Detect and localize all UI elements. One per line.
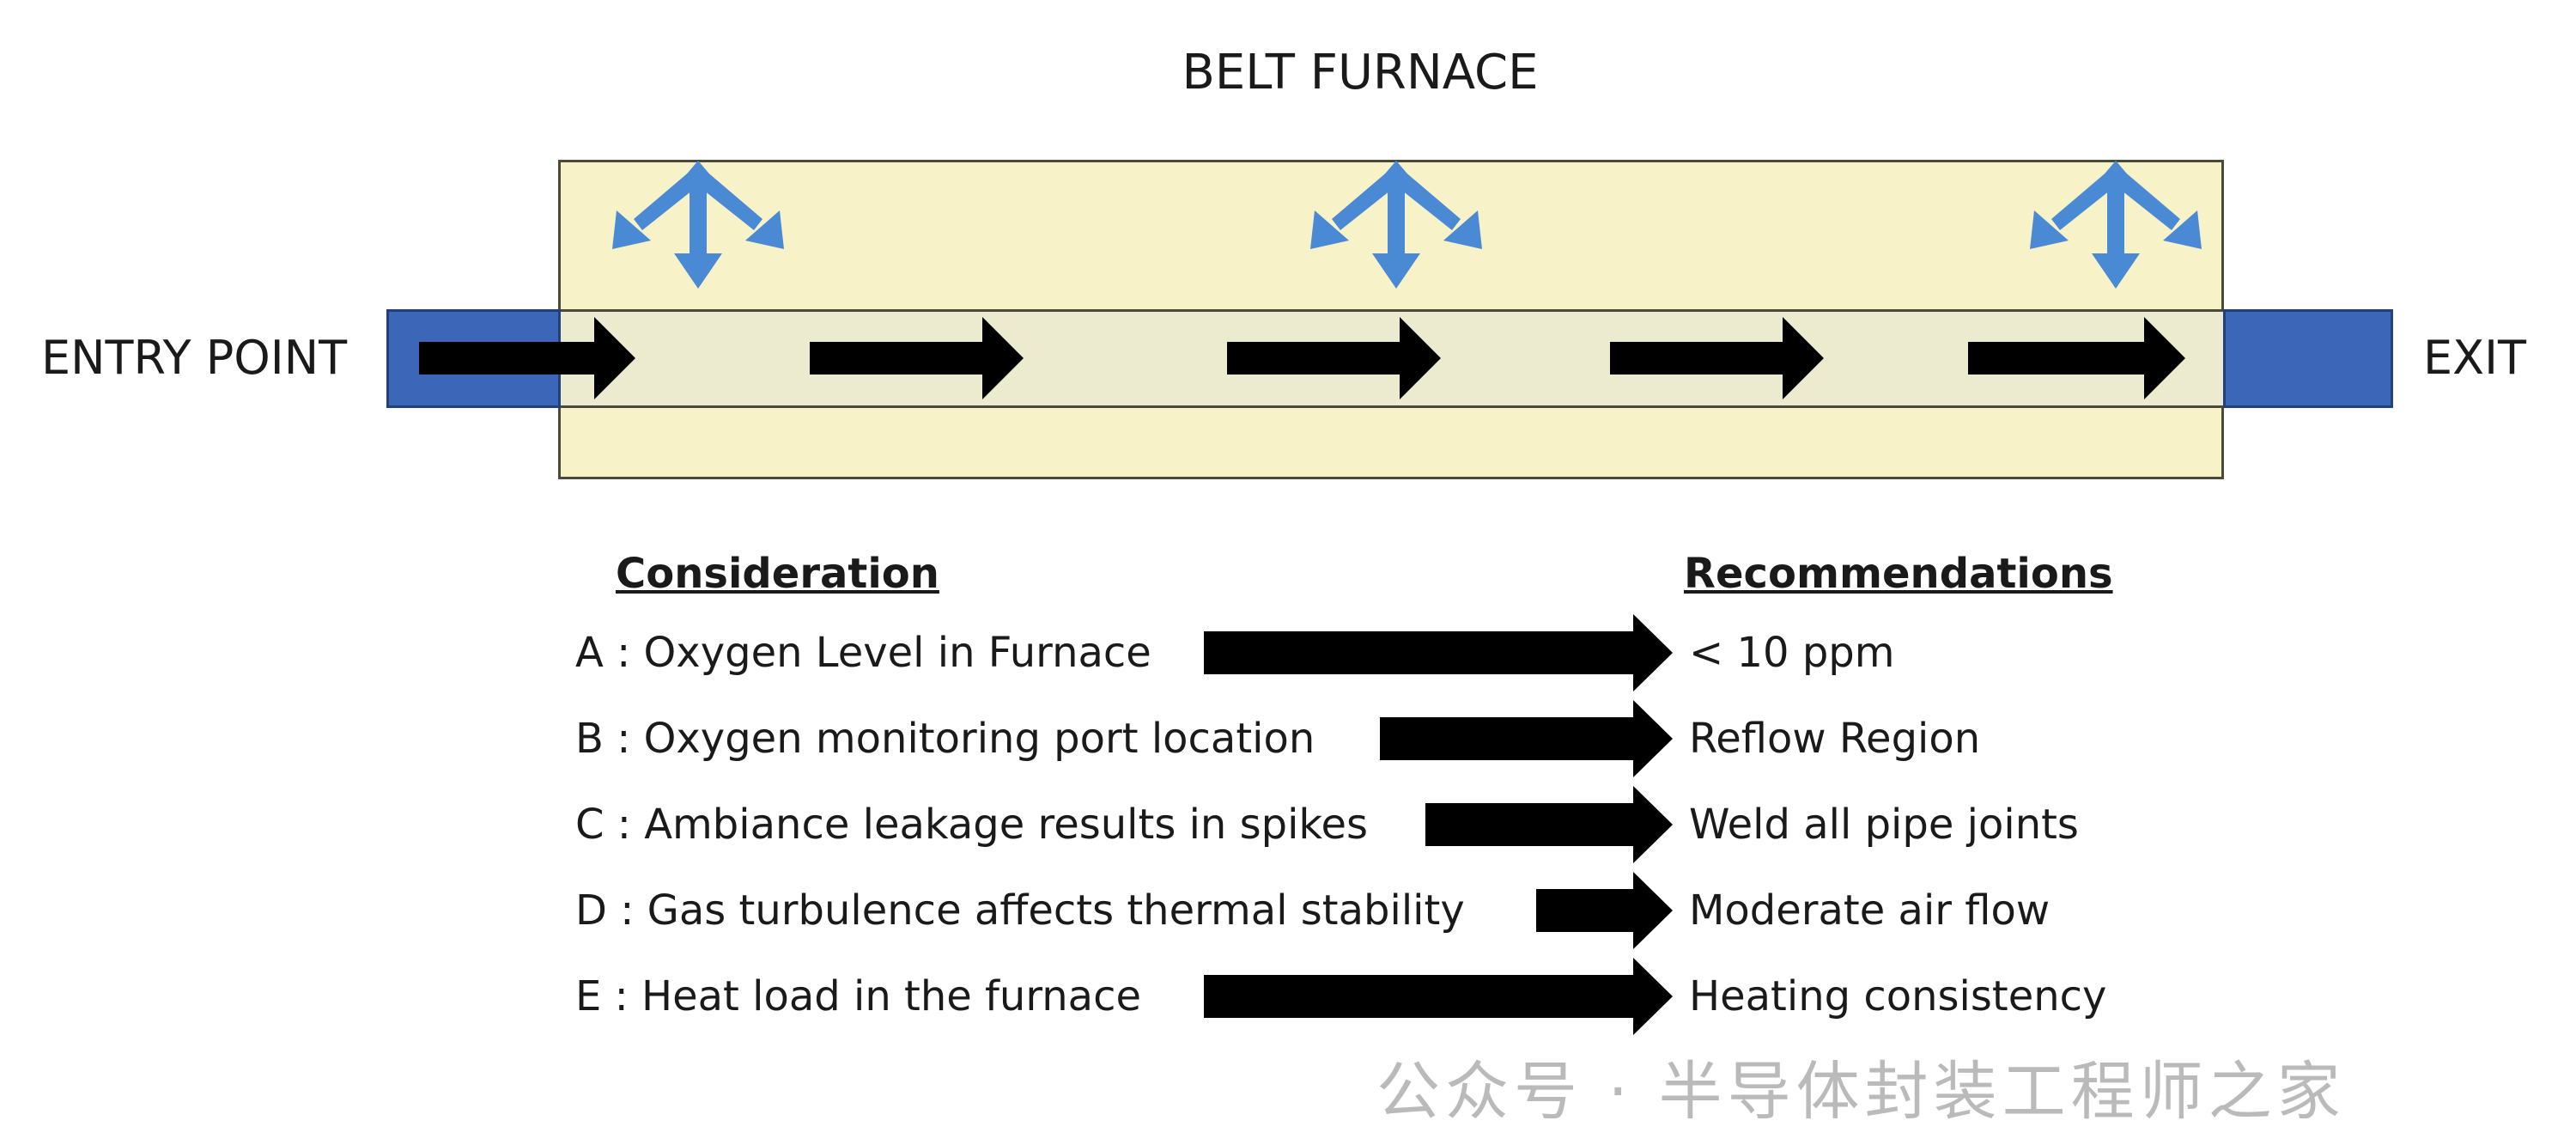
- gas-arrow-down: [1372, 189, 1420, 289]
- gas-arrow-left-head: [612, 210, 651, 249]
- consideration-item: B : Oxygen monitoring port location: [575, 715, 1315, 763]
- mapping-arrow-icon: [1204, 614, 1673, 691]
- recommendation-item: Reflow Region: [1689, 715, 1981, 763]
- exit-zone: [2223, 309, 2393, 408]
- mapping-arrow-icon: [1380, 700, 1673, 777]
- consideration-item: D : Gas turbulence affects thermal stabi…: [575, 886, 1465, 935]
- mapping-arrow-icon: [1425, 786, 1673, 863]
- gas-arrow-left-shaft: [1332, 170, 1403, 230]
- gas-arrow-right-head: [745, 210, 784, 249]
- flow-arrow-icon: [419, 317, 635, 399]
- gas-arrow-down: [2092, 189, 2140, 289]
- gas-arrow-right-head: [2163, 210, 2202, 249]
- consideration-header: Consideration: [616, 550, 939, 598]
- recommendations-header: Recommendations: [1684, 550, 2113, 598]
- flow-arrow-icon: [1968, 317, 2185, 399]
- recommendation-item: Weld all pipe joints: [1689, 801, 2079, 849]
- mapping-arrow-icon: [1536, 872, 1673, 949]
- gas-arrow-right-shaft: [1389, 170, 1461, 230]
- gas-arrow-right-shaft: [2109, 170, 2180, 230]
- consideration-item: A : Oxygen Level in Furnace: [575, 629, 1151, 677]
- watermark: 公众号 · 半导体封装工程师之家: [1376, 1055, 2346, 1129]
- gas-arrow-left-shaft: [2051, 170, 2123, 230]
- recommendation-item: Heating consistency: [1689, 972, 2107, 1020]
- flow-arrow-icon: [810, 317, 1024, 399]
- gas-flow-arrow-icon: [1310, 161, 1482, 289]
- consideration-item: E : Heat load in the furnace: [575, 972, 1141, 1020]
- gas-arrow-left-head: [1310, 210, 1349, 249]
- entry-label: ENTRY POINT: [41, 331, 348, 385]
- gas-arrow-left-shaft: [634, 170, 705, 230]
- diagram-title: BELT FURNACE: [1182, 45, 1539, 100]
- gas-arrow-down: [674, 189, 722, 289]
- gas-arrow-right-shaft: [691, 170, 762, 230]
- consideration-item: C : Ambiance leakage results in spikes: [575, 801, 1369, 849]
- gas-arrow-right-head: [1443, 210, 1482, 249]
- exit-label: EXIT: [2423, 331, 2527, 385]
- flow-arrow-icon: [1610, 317, 1824, 399]
- recommendation-item: Moderate air flow: [1689, 886, 2050, 935]
- recommendation-item: < 10 ppm: [1689, 629, 1895, 677]
- gas-flow-arrow-icon: [612, 161, 784, 289]
- gas-flow-arrow-icon: [2030, 161, 2202, 289]
- flow-arrow-icon: [1227, 317, 1441, 399]
- gas-arrow-left-head: [2030, 210, 2069, 249]
- mapping-arrow-icon: [1204, 958, 1673, 1035]
